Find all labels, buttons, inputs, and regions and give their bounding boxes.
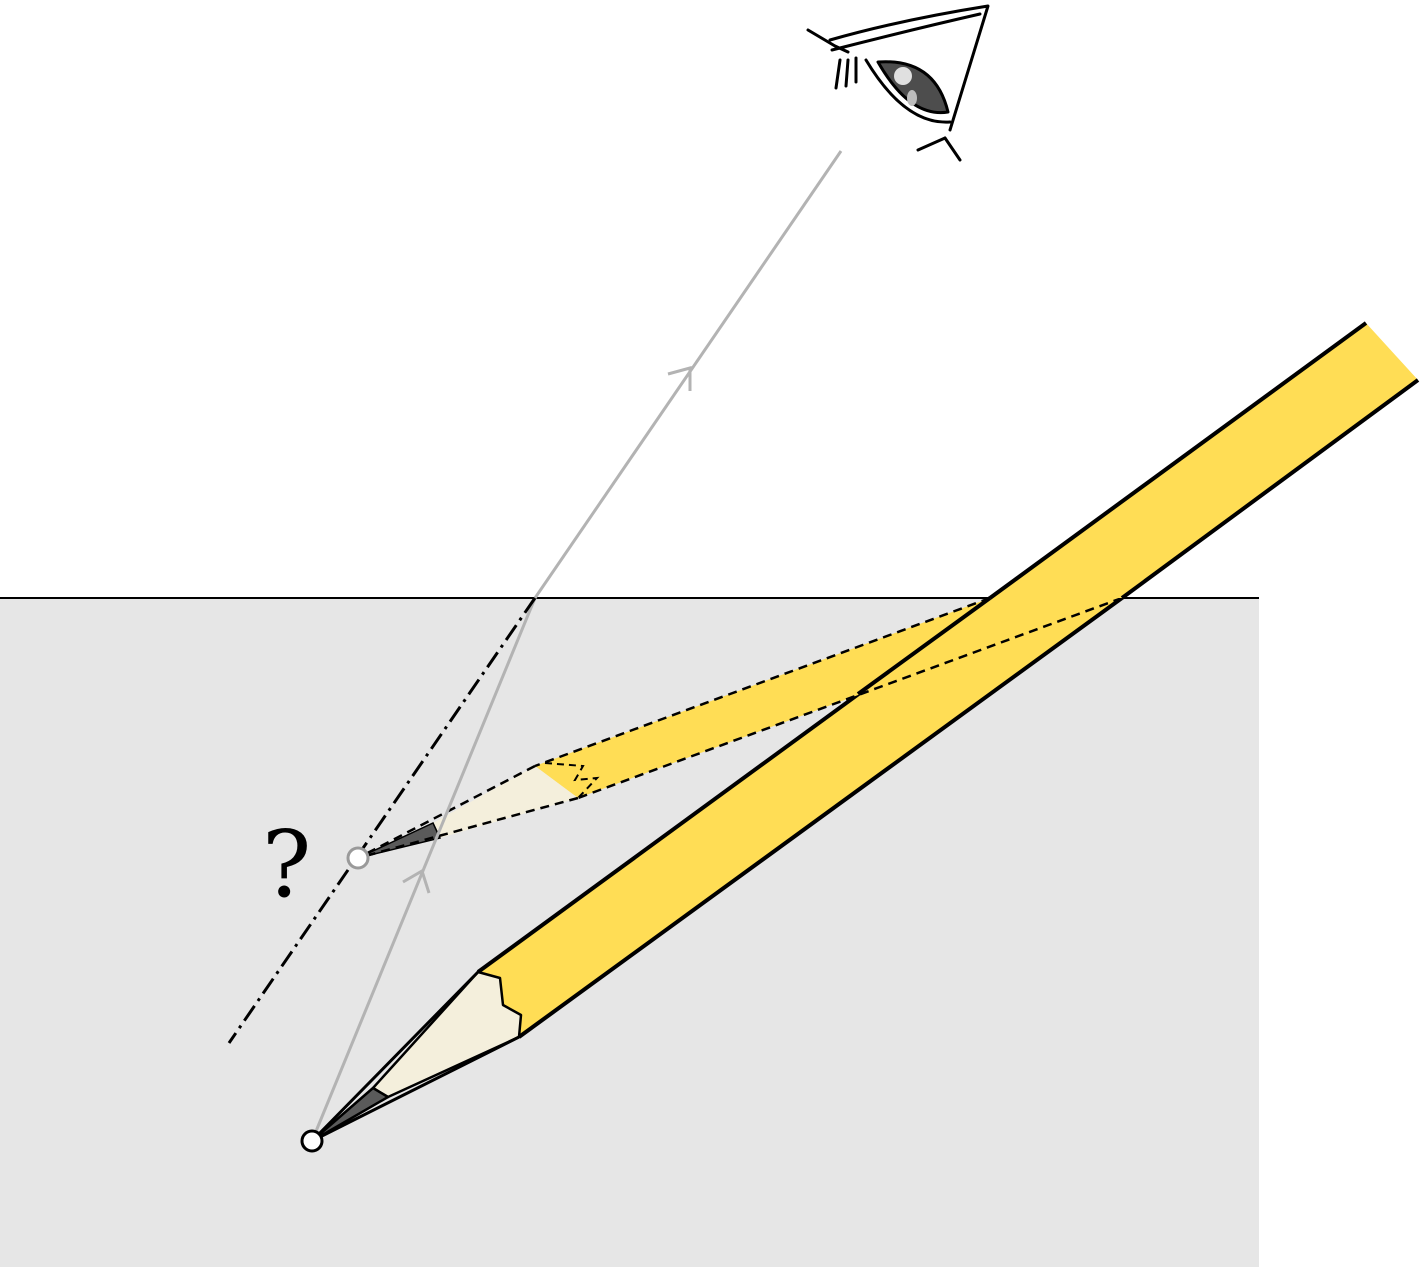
pencil-crossing-fix: [856, 596, 992, 696]
apparent-edge-upper: [534, 596, 991, 768]
apparent-ray-extension: [227, 597, 537, 1044]
ray-arrow-air: [667, 366, 692, 391]
ray-in-air: [533, 150, 843, 599]
eye-under-1: [916, 136, 947, 152]
apparent-tip-marker: [346, 846, 370, 870]
ray-arrow-underwater: [402, 868, 431, 894]
pencil-cone-edge-lower: [311, 1035, 520, 1143]
apparent-edge-lower: [577, 596, 1123, 800]
real-tip-marker: [300, 1129, 324, 1153]
apparent-cone-edge-upper: [357, 764, 536, 860]
apparent-pencil-image: [357, 596, 1123, 860]
eye-upper-lid: [828, 4, 990, 132]
eye-highlight-large: [894, 67, 912, 85]
eye-lash-2: [844, 58, 850, 88]
apparent-cone-edge-lower: [357, 796, 579, 860]
apparent-pencil-body: [535, 598, 1122, 798]
pencil-body-above-water: [990, 323, 1418, 598]
eye-brow: [806, 28, 850, 54]
pencil-cone-edge: [310, 970, 480, 1143]
eye-lower-lid: [864, 58, 952, 124]
pencil-top-edge-upper: [988, 321, 1368, 600]
apparent-wood-boundary: [544, 762, 600, 799]
apparent-pencil-wood: [433, 766, 578, 838]
light-ray: [310, 150, 843, 1142]
ray-underwater: [310, 597, 537, 1142]
pencil-body-underwater: [478, 598, 1122, 1037]
question-label: ?: [262, 811, 311, 918]
pencil-edge-lower: [517, 596, 1124, 1039]
eye-highlight-small: [907, 90, 917, 106]
eye-lash-1: [834, 58, 842, 90]
eye-icon: [806, 4, 990, 162]
eye-lid-crease: [830, 12, 982, 52]
pencil-top-edge-lower: [1120, 378, 1420, 600]
eye-under-2: [943, 136, 962, 162]
pencil-lead-tip: [310, 1086, 390, 1143]
